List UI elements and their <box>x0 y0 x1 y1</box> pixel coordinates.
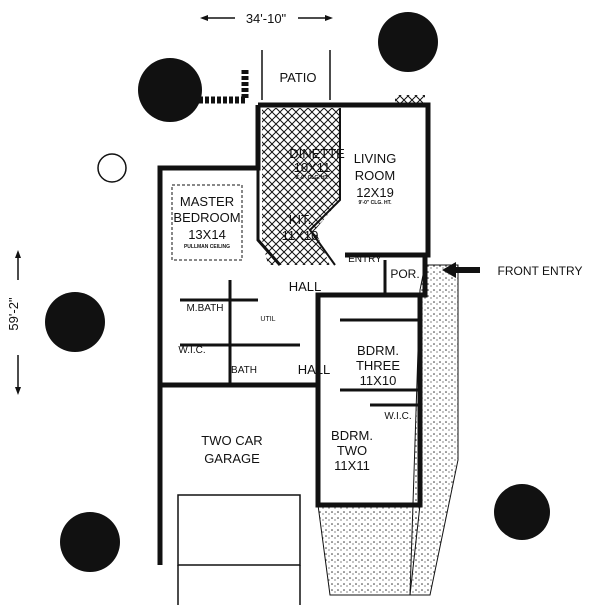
room-size-bedroom-three: 11X10 <box>360 373 397 388</box>
tree-icon <box>378 12 438 72</box>
room-label-wic-2: W.I.C. <box>384 411 411 422</box>
room-label-dinette: DINETTE <box>289 146 345 161</box>
width-label: 34'-10" <box>246 11 287 26</box>
ceiling-note-living: 9'-0" CLG. HT. <box>358 200 392 206</box>
room-size-dinette: 10X11 <box>294 160 331 175</box>
room-label-patio: PATIO <box>279 70 316 85</box>
garage-door <box>177 494 301 566</box>
room-label-bedroom-three: BDRM. <box>357 343 399 358</box>
room-label-garage: TWO CAR <box>201 433 262 448</box>
shrub-icon <box>97 153 127 183</box>
room-label-living: LIVING <box>354 151 397 166</box>
room-label-utility: UTIL <box>260 316 275 323</box>
room-label-entry: ENTRY <box>348 254 382 265</box>
room-label-garage-2: GARAGE <box>204 451 260 466</box>
walls <box>157 102 431 565</box>
depth-dimension: 59'-2" <box>6 250 21 395</box>
room-size-bedroom-two: 11X11 <box>334 458 370 473</box>
room-label-bedroom-two-2: TWO <box>337 443 367 458</box>
room-label-hall: HALL <box>289 279 322 294</box>
room-size-living: 12X19 <box>356 185 394 200</box>
tree-icon <box>138 58 202 122</box>
room-label-wic: W.I.C. <box>178 345 205 356</box>
room-label-porch: POR. <box>390 267 419 281</box>
room-label-master-2: BEDROOM <box>173 210 240 225</box>
room-label-master: MASTER <box>180 194 234 209</box>
depth-label: 59'-2" <box>6 297 21 331</box>
landscape-trees <box>45 12 550 572</box>
room-label-bedroom-three-2: THREE <box>356 358 400 373</box>
front-entry-arrow-icon <box>442 262 480 278</box>
width-dimension: 34'-10" <box>200 11 333 26</box>
tree-icon <box>60 512 120 572</box>
room-label-master-bath: M.BATH <box>186 303 223 314</box>
room-label-bedroom-two: BDRM. <box>331 428 373 443</box>
room-label-hall-2: HALL <box>298 362 331 377</box>
tree-icon <box>494 484 550 540</box>
front-entry-label: FRONT ENTRY <box>498 264 583 278</box>
tree-icon <box>45 292 105 352</box>
ceiling-note-dinette: 8'-0" CLG. HT. <box>295 175 329 181</box>
room-label-kitchen: KIT. <box>289 212 311 227</box>
ceiling-note-master: PULLMAN CEILING <box>184 244 230 250</box>
room-label-living-2: ROOM <box>355 168 395 183</box>
room-size-kitchen: 11X10 <box>282 228 319 243</box>
room-label-bath: BATH <box>231 365 257 376</box>
room-size-master: 13X14 <box>188 227 226 242</box>
